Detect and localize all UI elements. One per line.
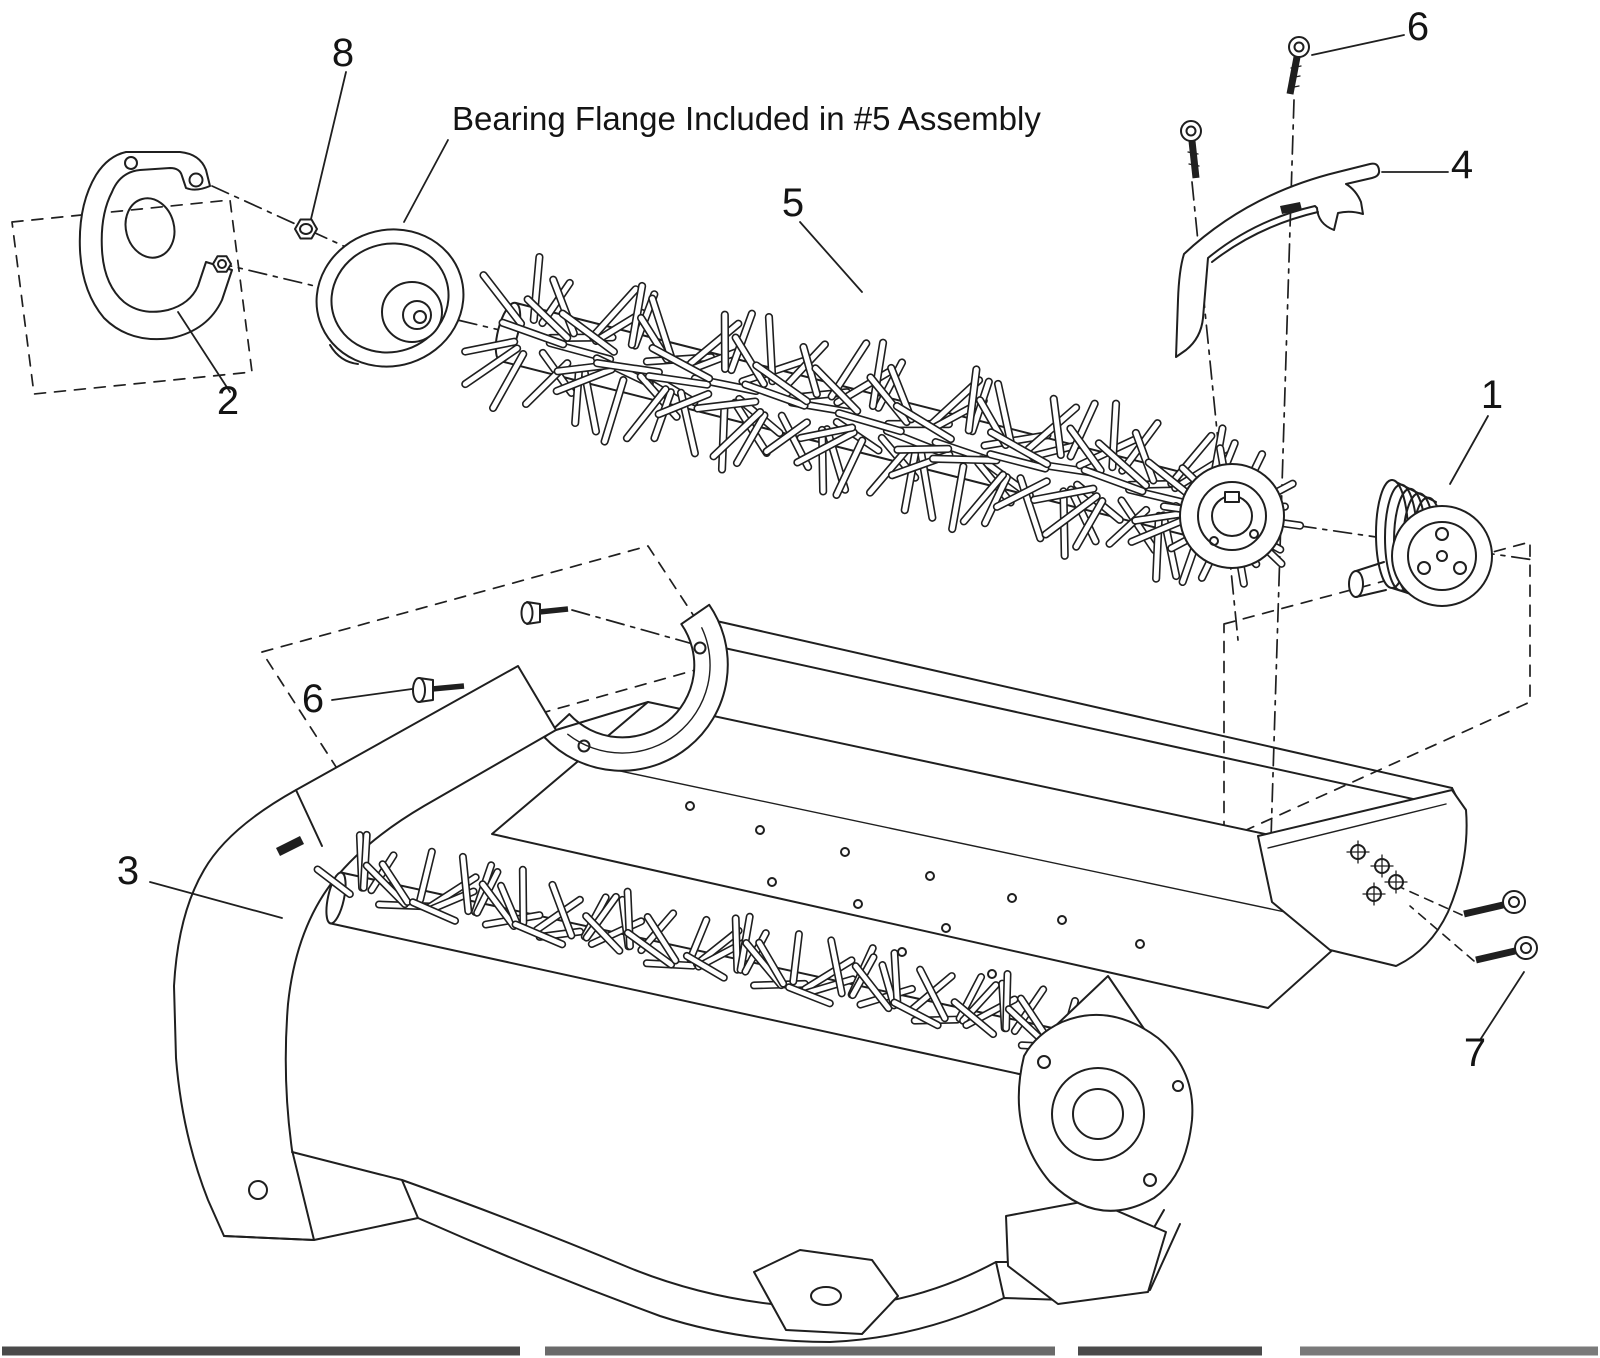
- cradle-plate: [543, 603, 729, 772]
- screws-part-6-top: [1180, 36, 1310, 179]
- callout-leader-lines: [149, 34, 1525, 1041]
- callout-5: 5: [782, 181, 804, 225]
- bearing-flange: [315, 228, 465, 368]
- bearing-plate-right: [1017, 975, 1194, 1212]
- screws-part-6-left: [412, 601, 569, 703]
- housing-part-3: [173, 603, 1468, 1343]
- hex-nut-part-8: [212, 218, 318, 273]
- mounting-bracket-part-2: [78, 151, 233, 341]
- roller-pins: [461, 252, 1289, 587]
- lower-roller-pins: [313, 830, 1127, 1054]
- roller-end-disc: [1179, 463, 1285, 569]
- callout-6-top: 6: [1407, 5, 1429, 49]
- callout-8: 8: [332, 31, 354, 75]
- callout-1: 1: [1481, 373, 1503, 417]
- callout-3: 3: [117, 849, 139, 893]
- belt-cover-part-4: [1175, 162, 1381, 358]
- callout-7: 7: [1464, 1031, 1486, 1075]
- screws-part-7: [1401, 887, 1538, 964]
- spiked-roller-part-5: [461, 252, 1305, 588]
- callout-4: 4: [1451, 143, 1473, 187]
- callout-2: 2: [217, 379, 239, 423]
- callout-6-left: 6: [302, 677, 324, 721]
- right-side-rail: [1257, 789, 1468, 967]
- pulley-part-1: [1348, 479, 1493, 607]
- callout-labels: 8 6 4 5 1 2 6 3 7 Bearing Flange Include…: [117, 5, 1503, 1075]
- assembly-note: Bearing Flange Included in #5 Assembly: [452, 100, 1041, 137]
